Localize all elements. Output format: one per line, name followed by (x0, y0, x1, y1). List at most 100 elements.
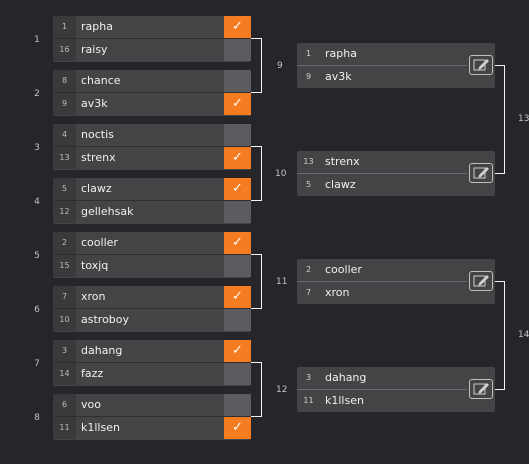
match-number-10: 10 (275, 169, 287, 179)
round1-match-2: 8 chance 9 av3k ✓ (53, 70, 251, 116)
participant-name: toxjq (81, 259, 109, 272)
seed: 2 (53, 232, 76, 254)
match-number-9: 9 (277, 61, 283, 71)
match-number-6: 6 (34, 305, 40, 315)
match-number-5: 5 (34, 251, 40, 261)
winner-checkbox[interactable] (224, 363, 251, 385)
participant-row: 5 clawz ✓ (53, 178, 251, 201)
round2-match-12: 3 dahang 11 k1llsen (297, 367, 495, 412)
participant-name: k1llsen (325, 394, 364, 407)
participant-name: clawz (325, 178, 356, 191)
round1-match-5: 2 cooller ✓ 15 toxjq (53, 232, 251, 278)
participant-row: 9 av3k (297, 66, 467, 88)
round1-match-1: 1 rapha ✓ 16 raisy (53, 16, 251, 62)
participant-row: 6 voo (53, 394, 251, 417)
seed: 9 (53, 93, 76, 115)
winner-checkbox[interactable] (224, 70, 251, 92)
participant-name: rapha (81, 20, 113, 33)
participant-row: 5 clawz (297, 174, 467, 196)
bracket-connector (261, 362, 262, 417)
round1-match-7: 3 dahang ✓ 14 fazz (53, 340, 251, 386)
winner-checkbox[interactable] (224, 201, 251, 223)
seed: 5 (53, 178, 76, 200)
participant-row: 12 gellehsak (53, 201, 251, 223)
participant-name: av3k (325, 70, 352, 83)
participant-name: k1llsen (81, 421, 120, 434)
match-number-13: 13 (518, 114, 529, 124)
participant-row: 1 rapha ✓ (53, 16, 251, 39)
winner-checkbox[interactable]: ✓ (224, 286, 251, 308)
match-number-11: 11 (276, 277, 288, 287)
participant-name: av3k (81, 97, 108, 110)
participant-name: strenx (325, 155, 360, 168)
participant-row: 10 astroboy (53, 309, 251, 331)
winner-checkbox[interactable]: ✓ (224, 16, 251, 38)
participant-name: cooller (325, 263, 362, 276)
participant-row: 11 k1llsen ✓ (53, 417, 251, 439)
winner-checkbox[interactable]: ✓ (224, 417, 251, 439)
winner-checkbox[interactable]: ✓ (224, 340, 251, 362)
edit-icon[interactable] (469, 379, 493, 399)
edit-icon[interactable] (469, 55, 493, 75)
winner-checkbox[interactable] (224, 309, 251, 331)
participant-name: chance (81, 74, 121, 87)
participant-row: 2 cooller ✓ (53, 232, 251, 255)
seed: 7 (53, 286, 76, 308)
bracket-connector (495, 173, 505, 174)
participant-row: 8 chance (53, 70, 251, 93)
participant-row: 11 k1llsen (297, 390, 467, 412)
participant-row: 13 strenx (297, 151, 467, 174)
bracket-connector (251, 200, 262, 201)
winner-checkbox[interactable] (224, 255, 251, 277)
participant-name: dahang (81, 344, 123, 357)
winner-checkbox[interactable]: ✓ (224, 232, 251, 254)
winner-checkbox[interactable]: ✓ (224, 178, 251, 200)
bracket-connector (495, 65, 505, 66)
match-number-7: 7 (34, 359, 40, 369)
participant-row: 7 xron ✓ (53, 286, 251, 309)
winner-checkbox[interactable]: ✓ (224, 93, 251, 115)
round1-match-6: 7 xron ✓ 10 astroboy (53, 286, 251, 332)
match-number-14: 14 (518, 330, 529, 340)
participant-name: astroboy (81, 313, 130, 326)
match-number-8: 8 (34, 413, 40, 423)
participant-row: 7 xron (297, 282, 467, 304)
bracket-connector (504, 65, 505, 174)
match-number-4: 4 (34, 197, 40, 207)
bracket-connector (251, 362, 262, 363)
winner-checkbox[interactable]: ✓ (224, 147, 251, 169)
winner-checkbox[interactable] (224, 39, 251, 61)
seed: 3 (305, 373, 312, 382)
round1-match-8: 6 voo 11 k1llsen ✓ (53, 394, 251, 440)
seed: 3 (53, 340, 76, 362)
participant-name: strenx (81, 151, 116, 164)
edit-icon[interactable] (469, 271, 493, 291)
bracket-connector (251, 416, 262, 417)
seed: 6 (53, 394, 76, 416)
seed: 14 (53, 363, 76, 385)
round2-match-10: 13 strenx 5 clawz (297, 151, 495, 196)
winner-checkbox[interactable] (224, 124, 251, 146)
participant-row: 3 dahang ✓ (53, 340, 251, 363)
seed: 2 (305, 265, 312, 274)
participant-name: rapha (325, 47, 357, 60)
participant-name: voo (81, 398, 101, 411)
bracket-connector (251, 146, 262, 147)
seed: 4 (53, 124, 76, 146)
round1-match-3: 4 noctis 13 strenx ✓ (53, 124, 251, 170)
seed: 13 (53, 147, 76, 169)
bracket-connector (251, 254, 262, 255)
seed: 13 (303, 157, 314, 166)
bracket-connector (261, 38, 262, 93)
winner-checkbox[interactable] (224, 394, 251, 416)
seed: 8 (53, 70, 76, 92)
round1-match-4: 5 clawz ✓ 12 gellehsak (53, 178, 251, 224)
match-number-2: 2 (34, 89, 40, 99)
participant-row: 13 strenx ✓ (53, 147, 251, 169)
seed: 11 (53, 417, 76, 439)
participant-name: dahang (325, 371, 367, 384)
match-number-12: 12 (276, 385, 288, 395)
participant-row: 15 toxjq (53, 255, 251, 277)
seed: 16 (53, 39, 76, 61)
edit-icon[interactable] (469, 163, 493, 183)
